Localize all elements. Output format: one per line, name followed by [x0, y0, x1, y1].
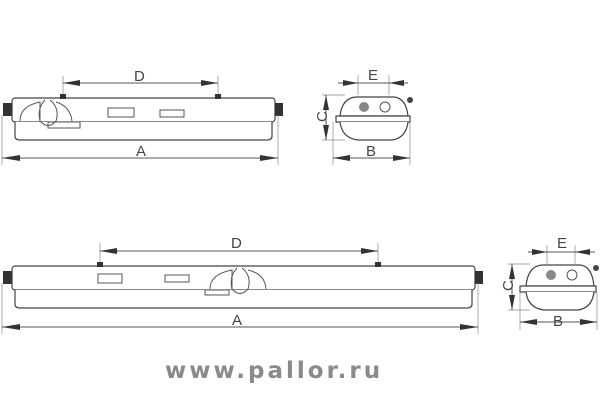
- dimension-a-label: A: [136, 143, 146, 160]
- luminaire-top-long: D A: [1, 68, 283, 165]
- luminaire-bottom-side: E C B: [500, 235, 599, 330]
- dimension-e-label: E: [368, 67, 378, 84]
- dimension-c-label: C: [500, 280, 517, 291]
- dimension-c-label: C: [314, 111, 331, 122]
- dimension-d-label: D: [231, 235, 242, 252]
- dimension-d-label: D: [134, 68, 145, 85]
- dimension-e-label: E: [557, 235, 567, 252]
- luminaire-top-side: E C B: [314, 67, 413, 165]
- dimension-a-label: A: [232, 312, 242, 329]
- cable-gland-icon: [3, 103, 12, 116]
- website-url: www.pallor.ru: [165, 358, 383, 384]
- dimension-b-label: B: [553, 313, 563, 330]
- cable-gland-icon: [275, 103, 283, 116]
- dimension-b-label: B: [366, 143, 376, 160]
- luminaire-bottom-long: D A: [1, 235, 483, 334]
